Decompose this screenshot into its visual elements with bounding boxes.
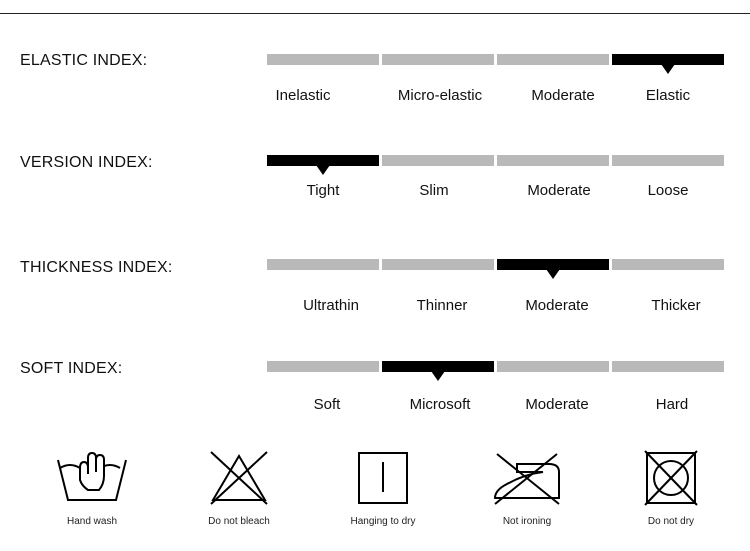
elastic-segment-4-selected xyxy=(612,54,724,65)
care-not-ironing: Not ironing xyxy=(467,450,587,527)
not-ironing-label: Not ironing xyxy=(502,516,552,527)
thickness-label-3: Moderate xyxy=(525,297,589,314)
soft-label-4: Hard xyxy=(655,396,689,413)
version-label-3: Moderate xyxy=(527,182,591,199)
hanging-to-dry-label: Hanging to dry xyxy=(350,516,416,527)
do-not-bleach-label: Do not bleach xyxy=(208,516,270,527)
version-segment-4 xyxy=(612,155,724,166)
thickness-segment-1 xyxy=(267,259,379,270)
soft-label-1: Soft xyxy=(313,396,341,413)
elastic-label-3: Moderate xyxy=(531,87,595,104)
elastic-label-2: Micro-elastic xyxy=(397,87,483,104)
elastic-index: ELASTIC INDEX: Inelastic Micro-elastic M… xyxy=(0,50,750,110)
version-index: VERSION INDEX: Tight Slim Moderate Loose xyxy=(0,152,750,212)
care-do-not-bleach: Do not bleach xyxy=(179,450,299,527)
care-do-not-dry: Do not dry xyxy=(611,450,731,527)
version-label-4: Loose xyxy=(647,182,689,199)
hand-wash-label: Hand wash xyxy=(66,516,118,527)
soft-segment-2-selected xyxy=(382,361,494,372)
thickness-segment-2 xyxy=(382,259,494,270)
care-hanging-to-dry: Hanging to dry xyxy=(323,450,443,527)
top-divider xyxy=(0,13,750,14)
version-segment-3 xyxy=(497,155,609,166)
soft-index-title: SOFT INDEX: xyxy=(20,360,123,377)
hanging-to-dry-icon xyxy=(358,452,408,504)
soft-segment-1 xyxy=(267,361,379,372)
hand-wash-icon xyxy=(57,451,127,501)
care-hand-wash: Hand wash xyxy=(32,450,152,527)
soft-label-3: Moderate xyxy=(525,396,589,413)
do-not-dry-icon xyxy=(644,450,698,506)
thickness-index: THICKNESS INDEX: Ultrathin Thinner Moder… xyxy=(0,257,750,317)
version-index-title: VERSION INDEX: xyxy=(20,154,153,171)
elastic-label-4: Elastic xyxy=(645,87,691,104)
do-not-dry-label: Do not dry xyxy=(647,516,695,527)
do-not-bleach-icon xyxy=(210,451,268,505)
soft-label-2: Microsoft xyxy=(409,396,471,413)
not-ironing-icon xyxy=(493,453,560,505)
elastic-label-1: Inelastic xyxy=(275,87,331,104)
thickness-label-2: Thinner xyxy=(416,297,468,314)
elastic-segment-1 xyxy=(267,54,379,65)
version-segment-1-selected xyxy=(267,155,379,166)
elastic-segment-2 xyxy=(382,54,494,65)
thickness-segment-3-selected xyxy=(497,259,609,270)
thickness-label-1: Ultrathin xyxy=(303,297,359,314)
elastic-segment-3 xyxy=(497,54,609,65)
soft-segment-4 xyxy=(612,361,724,372)
elastic-index-title: ELASTIC INDEX: xyxy=(20,52,148,69)
thickness-label-4: Thicker xyxy=(651,297,701,314)
thickness-segment-4 xyxy=(612,259,724,270)
version-label-1: Tight xyxy=(306,182,340,199)
version-label-2: Slim xyxy=(419,182,449,199)
soft-index: SOFT INDEX: Soft Microsoft Moderate Hard xyxy=(0,358,750,418)
thickness-index-title: THICKNESS INDEX: xyxy=(20,259,173,276)
version-segment-2 xyxy=(382,155,494,166)
soft-segment-3 xyxy=(497,361,609,372)
